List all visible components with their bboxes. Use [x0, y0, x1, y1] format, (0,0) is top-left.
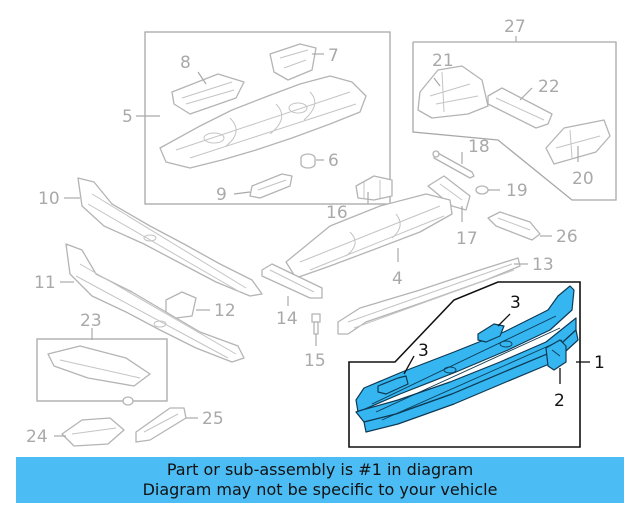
- part-5-rear-floor-pan: [159, 75, 367, 169]
- part-11-side-member: [65, 243, 245, 363]
- callout-16: 16: [326, 203, 348, 223]
- callout-14: 14: [276, 309, 298, 329]
- callout-10: 10: [38, 189, 60, 209]
- part-10-side-member: [77, 177, 263, 297]
- leader-lines: [54, 36, 590, 437]
- callout-13: 13: [532, 255, 554, 275]
- group-box-5: [144, 31, 391, 205]
- callout-9: 9: [216, 185, 227, 205]
- callout-1: 1: [594, 353, 605, 373]
- info-banner: Part or sub-assembly is #1 in diagram Di…: [16, 457, 624, 503]
- part-4-front-floor-pan: [285, 193, 453, 279]
- group-box-23: [36, 338, 168, 402]
- callout-26: 26: [556, 227, 578, 247]
- callout-6: 6: [328, 151, 339, 171]
- callout-15: 15: [304, 351, 326, 371]
- callout-4: 4: [392, 269, 403, 289]
- callout-8: 8: [180, 53, 191, 73]
- group-box-27: [412, 41, 617, 201]
- part-21-bracket: [417, 65, 489, 119]
- callout-3-left: 3: [418, 341, 429, 361]
- part-7-bracket: [269, 43, 317, 81]
- callout-19: 19: [506, 181, 528, 201]
- part-23-bolt: [122, 396, 134, 406]
- part-6-plug: [300, 153, 316, 169]
- callout-27: 27: [504, 17, 526, 37]
- part-23-panel: [47, 345, 151, 387]
- part-8-panel: [171, 73, 245, 115]
- callout-20: 20: [572, 169, 594, 189]
- part-19-grommet: [475, 185, 489, 195]
- callout-7: 7: [328, 46, 339, 66]
- part-22-crossmember: [487, 87, 553, 129]
- part-24-panel: [61, 417, 125, 447]
- part-13-rocker-panel: [337, 257, 521, 335]
- part-18-strap: [432, 150, 475, 179]
- callout-22: 22: [538, 77, 560, 97]
- part-25-bracket: [135, 407, 187, 443]
- part-3-bracket-left-highlighted: [377, 375, 409, 395]
- part-1-rocker-assembly-highlighted: [355, 285, 579, 433]
- part-26-bracket: [487, 211, 541, 241]
- banner-line-2: Diagram may not be specific to your vehi…: [142, 480, 498, 499]
- part-16-bracket: [355, 175, 393, 201]
- part-2-bracket-highlighted: [545, 339, 567, 371]
- callout-18: 18: [468, 137, 490, 157]
- part-12-bracket: [165, 291, 197, 319]
- callout-2: 2: [554, 391, 565, 411]
- part-20-bracket: [545, 119, 611, 165]
- callout-11: 11: [34, 273, 56, 293]
- banner-line-1: Part or sub-assembly is #1 in diagram: [166, 460, 474, 479]
- part-15-bolt: [311, 313, 321, 335]
- callout-21: 21: [432, 51, 454, 71]
- exploded-parts-diagram: 8 7 5 6 9 10 11 12 23 27 21 22 20 18 19 …: [26, 17, 617, 448]
- callout-12: 12: [214, 301, 236, 321]
- part-9-reinforcement: [249, 173, 293, 199]
- callout-25: 25: [202, 409, 224, 429]
- part-3-bracket-right-highlighted: [477, 323, 505, 343]
- group-box-1: [348, 281, 581, 448]
- callout-17: 17: [456, 229, 478, 249]
- callout-24: 24: [26, 427, 48, 447]
- callout-23: 23: [80, 311, 102, 331]
- part-14-brace: [261, 263, 323, 299]
- callout-5: 5: [122, 107, 133, 127]
- callout-3-right: 3: [510, 293, 521, 313]
